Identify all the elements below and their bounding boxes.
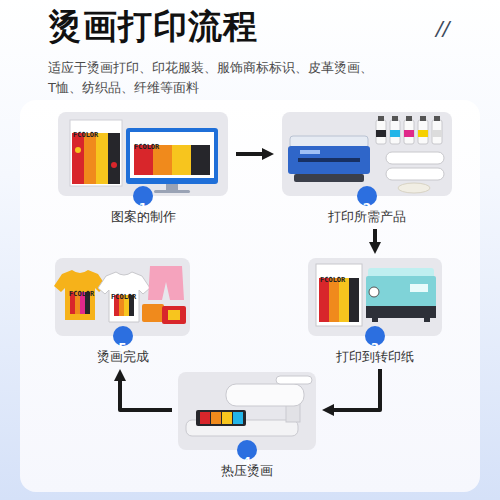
label-holder: 适应于烫画打印、印花服装、服饰商标标识、皮革烫画、 T恤、纺织品、纤维等面料 <box>48 58 384 98</box>
callout-number: 4 <box>243 452 251 472</box>
flow-arrow <box>373 229 377 246</box>
design-illustration <box>70 120 218 193</box>
brand-text: FCOLOR <box>134 144 159 151</box>
print-stripe <box>96 133 108 184</box>
label-holder: FCOLOR <box>134 134 159 153</box>
white-panel <box>20 100 480 492</box>
print-dot <box>111 162 117 168</box>
subtitle: 适应于烫画打印、印花服装、服饰商标标识、皮革烫画、 T恤、纺织品、纤维等面料 <box>48 58 384 98</box>
step-number: 4 <box>237 440 257 460</box>
ink-bottle <box>432 120 442 144</box>
printer-slot <box>298 158 360 162</box>
ink-bottle <box>390 120 400 144</box>
yellow-tshirt <box>54 270 106 320</box>
print-stripe <box>72 133 84 184</box>
bottle-cap <box>420 116 426 121</box>
machine-foot <box>424 318 430 322</box>
print-stripe <box>200 412 210 424</box>
flow-arrow <box>120 377 172 410</box>
print-stripe <box>329 278 339 322</box>
label-holder: FCOLOR <box>111 284 136 303</box>
print-stripe <box>222 412 232 424</box>
brand-text: FCOLOR <box>69 291 94 298</box>
machine-window <box>410 284 428 292</box>
powder <box>398 183 430 193</box>
press-plate <box>196 410 246 426</box>
decoration-mark: // <box>436 16 449 40</box>
print-stripe <box>108 133 120 184</box>
printer-stand <box>294 174 364 182</box>
ink-bottle <box>418 120 428 144</box>
printer-body <box>288 146 370 174</box>
monitor-screen <box>130 132 214 178</box>
print-stripe <box>319 278 329 322</box>
press-illustration <box>186 376 312 436</box>
ink-band <box>390 130 400 137</box>
printer-illustration <box>288 116 444 193</box>
callout-number: 1 <box>139 198 147 218</box>
label-holder: // <box>436 16 449 40</box>
transfer-illustration <box>316 264 436 326</box>
film-roll <box>386 152 444 164</box>
ink-band <box>432 130 442 137</box>
transfer-paper <box>316 264 362 326</box>
pillow <box>162 306 186 324</box>
brand-text: FCOLOR <box>111 294 136 301</box>
callout-number: 5 <box>118 338 126 358</box>
flow-arrow <box>236 152 266 156</box>
monitor-base <box>154 190 190 193</box>
machine-body <box>366 276 436 308</box>
label-holder: FCOLOR <box>320 267 345 286</box>
pillow <box>142 304 164 322</box>
ink-band <box>418 130 428 137</box>
bottle-cap <box>406 116 412 121</box>
print-stripe <box>84 133 96 184</box>
brand-text: FCOLOR <box>73 132 98 139</box>
machine-foot <box>372 318 378 322</box>
machine-base <box>366 306 436 318</box>
callout-number: 2 <box>363 198 371 218</box>
print-stripe <box>233 412 243 424</box>
press-handle <box>276 376 312 384</box>
step-number: 1 <box>133 186 153 206</box>
print-stripe <box>191 145 210 175</box>
pillow-print <box>168 310 180 320</box>
label-holder: FCOLOR <box>73 122 98 141</box>
callout-number: 3 <box>371 338 379 358</box>
label-holder: FCOLOR <box>69 281 94 300</box>
print-stripe <box>172 145 191 175</box>
bottle-cap <box>378 116 384 121</box>
products-illustration <box>54 266 186 324</box>
step-number: 5 <box>113 326 133 346</box>
print-stripe <box>211 412 221 424</box>
printer-panel <box>300 150 320 154</box>
paper-roll <box>369 287 379 297</box>
bottle-cap <box>392 116 398 121</box>
film-roll <box>386 168 444 180</box>
title-block: 烫画打印流程 <box>48 4 258 50</box>
brand-text: FCOLOR <box>320 277 345 284</box>
monitor-stand <box>166 184 178 190</box>
bottle-cap <box>434 116 440 121</box>
ink-band <box>376 130 386 137</box>
pink-shorts <box>148 266 184 300</box>
print-stripe <box>349 278 359 322</box>
ink-bottle <box>376 120 386 144</box>
ink-band <box>404 130 414 137</box>
monitor <box>126 128 218 184</box>
title: 烫画打印流程 <box>48 4 258 50</box>
print-stripe <box>339 278 349 322</box>
print-dot <box>75 147 81 153</box>
step-number: 3 <box>365 326 385 346</box>
ink-bottle <box>404 120 414 144</box>
flow-arrow <box>330 369 380 410</box>
press-head <box>226 384 304 406</box>
poster <box>70 120 122 186</box>
step-number: 2 <box>357 186 377 206</box>
